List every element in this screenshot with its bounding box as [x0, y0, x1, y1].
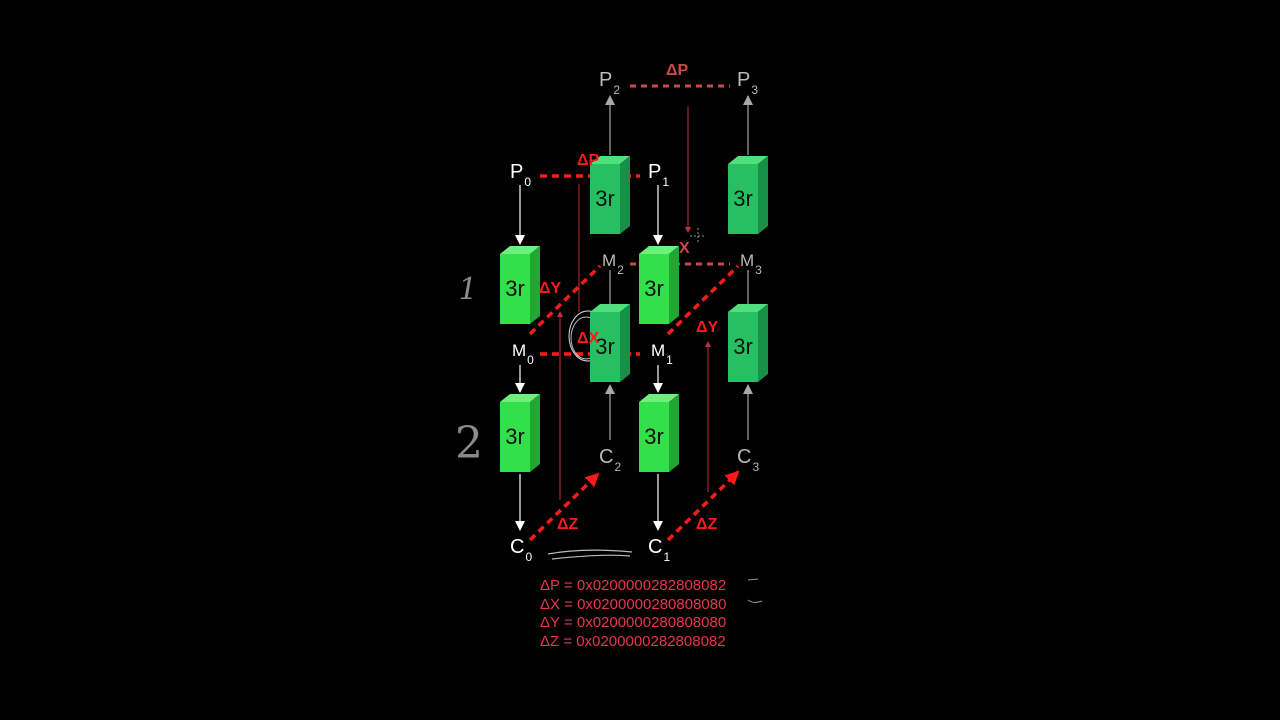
round-box-m3-c3: 3r	[728, 304, 768, 382]
hand-tick-marks	[747, 578, 763, 603]
dy-right-label: ΔY	[696, 319, 719, 336]
round-box-label: 3r	[639, 402, 669, 472]
round-box-p3-m3: 3r	[728, 156, 768, 234]
node-m3: M3	[740, 251, 762, 277]
equation-dy: ΔY = 0x0200000280808080	[540, 614, 727, 631]
node-p0: P0	[510, 161, 532, 189]
round-box-label: 3r	[639, 254, 669, 324]
dp-front-label: ΔP	[577, 152, 600, 169]
round-box-label: 3r	[500, 254, 530, 324]
round-box-p1-m2: 3r	[590, 156, 630, 234]
node-p3: P3	[737, 69, 759, 97]
round-box-p1-m1: 3r	[639, 246, 679, 324]
dz-right-label: ΔZ	[696, 516, 718, 533]
node-c0: C0	[510, 536, 533, 564]
difference-equations: ΔP = 0x0200000282808082 ΔX = 0x020000028…	[540, 577, 726, 651]
dy-left-dash	[528, 264, 602, 336]
round-box-label: 3r	[500, 402, 530, 472]
round-box-label: 3r	[590, 164, 620, 234]
dy-left-label: ΔY	[539, 280, 562, 297]
node-c3: C3	[737, 446, 760, 474]
round-box-m0-c0: 3r	[500, 394, 540, 472]
equation-dz: ΔZ = 0x0200000282808082	[540, 632, 726, 650]
dy-right-dash	[666, 264, 740, 336]
round-box-m1-c1: 3r	[639, 394, 679, 472]
node-c2: C2	[599, 446, 622, 474]
dx-front-label: ΔX	[577, 330, 600, 347]
equation-dx: ΔX = 0x0200000280808080	[540, 595, 727, 613]
round-box-label: 3r	[590, 312, 620, 382]
hand-underline-scribble	[547, 549, 633, 560]
dz-left-label: ΔZ	[557, 516, 579, 533]
hand-cross-mark	[690, 228, 706, 244]
dp-back-label: ΔP	[666, 62, 689, 79]
dx-back-label: X	[679, 240, 690, 257]
equation-dp: ΔP = 0x0200000282808082	[540, 577, 727, 594]
node-m2: M2	[602, 251, 624, 277]
round-box-label: 3r	[728, 164, 758, 234]
round-box-label: 3r	[728, 312, 758, 382]
round-box-p0-m0: 3r	[500, 246, 540, 324]
node-m1: M1	[651, 341, 673, 367]
round-box-m2-c2: 3r	[590, 304, 630, 382]
node-p1: P1	[648, 161, 670, 189]
node-m0: M0	[512, 341, 534, 367]
dz-right-arrow	[666, 470, 740, 542]
margin-note-2: 2	[455, 418, 483, 469]
node-p2: P2	[599, 69, 621, 97]
dz-left-arrow	[528, 472, 600, 542]
node-c1: C1	[648, 536, 671, 564]
